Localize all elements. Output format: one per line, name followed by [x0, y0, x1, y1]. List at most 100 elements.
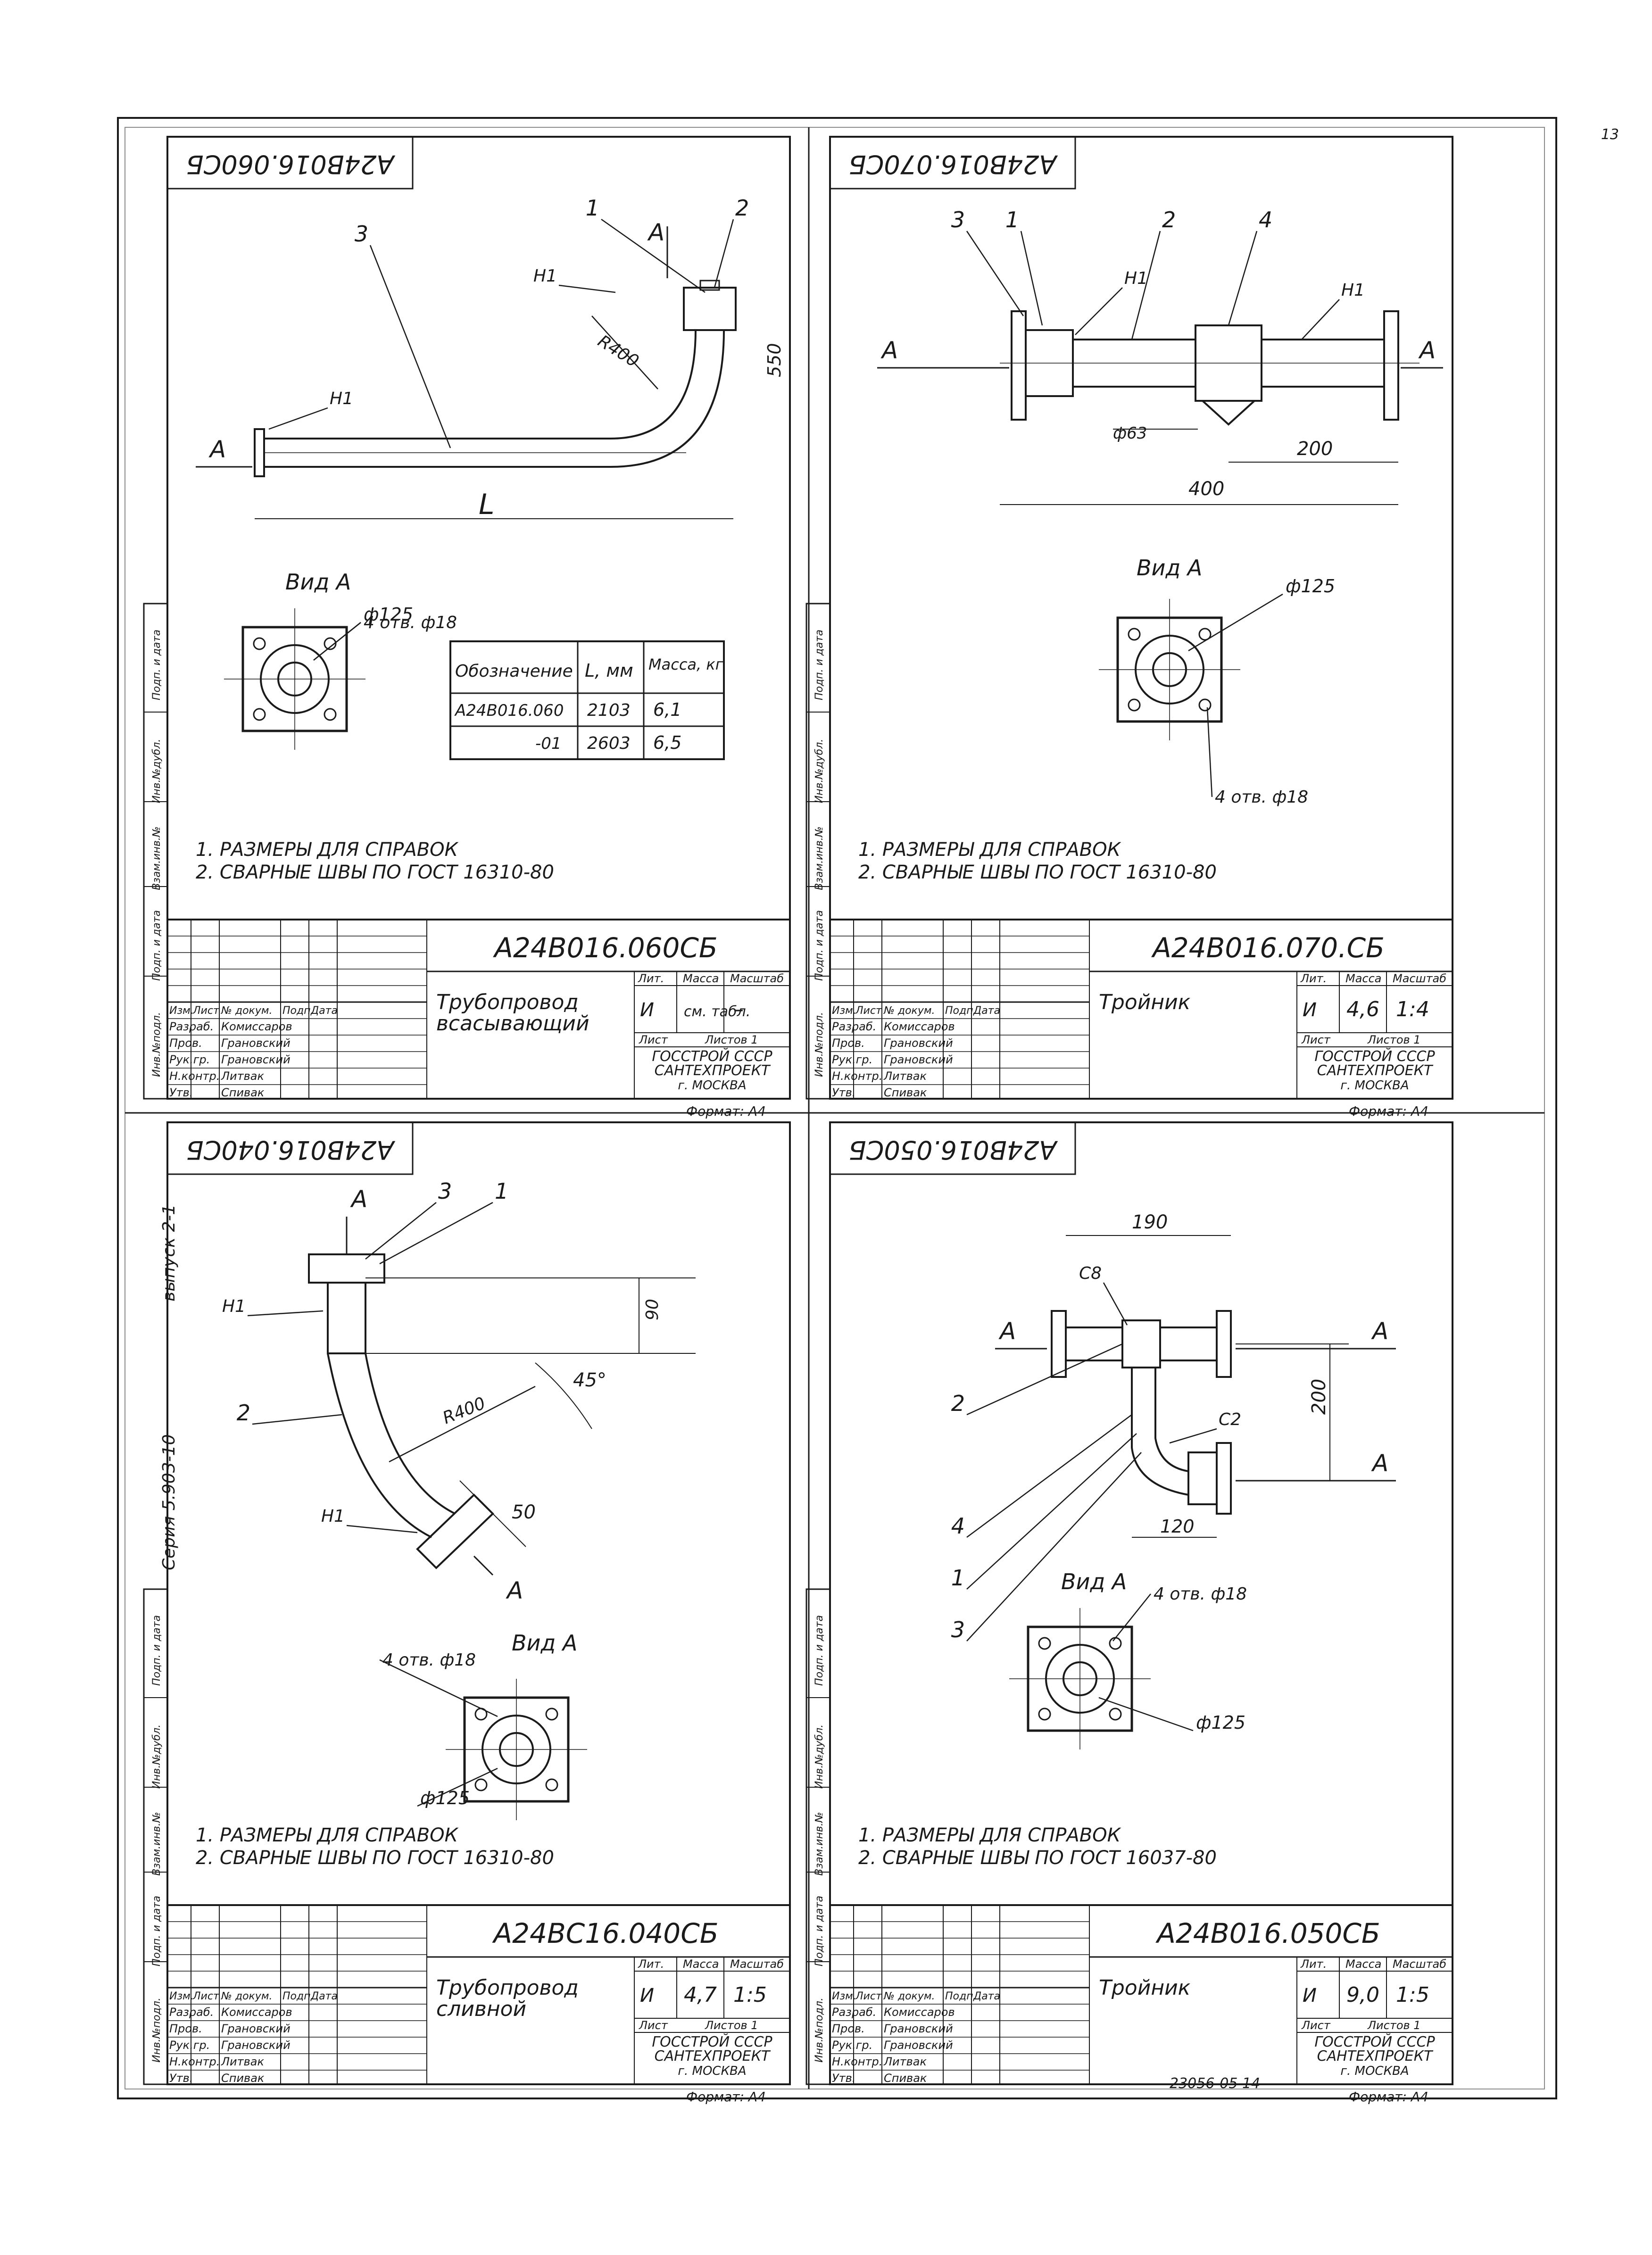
tb-role: Пров. — [832, 2022, 865, 2035]
tb-scale-value: 1:5 — [1396, 1983, 1429, 2007]
tb-name: Комиссаров — [884, 1020, 955, 1033]
flange-right — [1216, 1310, 1232, 1378]
tb-role-header: № докум. — [883, 1005, 935, 1017]
dim-120: 120 — [1160, 1516, 1195, 1537]
view-arrow-A: А — [1371, 1450, 1388, 1477]
view-arrow-A: А — [1371, 1318, 1388, 1345]
side-stamp-label: Взам.инв.№ — [151, 826, 163, 890]
dim-90: 90 — [643, 1299, 662, 1320]
view-arrow-A: А — [647, 219, 664, 246]
side-stamp-label: Подп. и дата — [814, 630, 825, 700]
view-label: Вид А — [1061, 1569, 1127, 1594]
side-stamp-label: Инв.№дубл. — [151, 1724, 163, 1789]
drawing-title: сливной — [436, 1997, 526, 2021]
tb-name: Спивак — [221, 1086, 265, 1099]
code-top-mirrored: А24В016.070СБ — [849, 149, 1058, 179]
code-top-mirrored: А24В016.060СБ — [186, 149, 396, 179]
dim-leader — [379, 1659, 498, 1717]
bend-inner — [429, 330, 697, 439]
callout: С8 — [1079, 1264, 1102, 1283]
tb-name: Спивак — [884, 2072, 927, 2085]
note-1: 1. РАЗМЕРЫ ДЛЯ СПРАВОК — [858, 839, 1121, 861]
tb-role-header: Изм. — [832, 1990, 856, 2002]
side-stamp-label: Подп. и дата — [151, 630, 163, 700]
spec-header: Масса, кг — [648, 655, 723, 673]
tb-sheets-label: Листов 1 — [705, 1033, 758, 1046]
tb-org: ГОССТРОЙ СССР — [1314, 1048, 1435, 1065]
dim-label: 4 отв. ф18 — [1215, 788, 1308, 807]
side-stamp — [805, 1588, 831, 2085]
tb-lit-header: Лит. — [1300, 1957, 1327, 1971]
note-1: 1. РАЗМЕРЫ ДЛЯ СПРАВОК — [196, 839, 459, 861]
outer-frame — [117, 117, 1557, 2099]
tb-role: Утв. — [169, 2072, 193, 2085]
spec-cell: 2603 — [587, 734, 631, 753]
drawing-code: А24В016.060СБ — [492, 932, 717, 964]
tb-role-header: Лист — [855, 1990, 882, 2002]
tb-mass-value: см. табл. — [684, 1003, 750, 1020]
tb-name: Грановский — [221, 1053, 291, 1066]
tb-name: Комиссаров — [221, 1020, 292, 1033]
tb-sheet-label: Лист — [639, 1033, 668, 1046]
leader-line — [966, 1452, 1142, 1642]
dim-45: 45° — [573, 1369, 606, 1391]
bend-right — [365, 1353, 456, 1515]
tb-format: Формат: А4 — [686, 2089, 766, 2105]
tb-name: Грановский — [221, 1036, 291, 1050]
side-stamp-label: Подп. и дата — [814, 1615, 825, 1686]
tb-org: г. МОСКВА — [1340, 2064, 1409, 2078]
flange-branch — [1216, 1442, 1232, 1515]
dim-leader — [313, 622, 361, 661]
callout: Н1 — [1341, 281, 1365, 300]
tb-role: Разраб. — [169, 1020, 214, 1033]
flange-left — [254, 428, 265, 477]
side-stamp-label: Взам.инв.№ — [814, 826, 825, 890]
tb-role: Пров. — [169, 1036, 202, 1050]
branch-inner — [1154, 1368, 1189, 1472]
tb-role-header: Дата — [310, 1990, 338, 2002]
tb-org: ГОССТРОЙ СССР — [1314, 2033, 1435, 2050]
note-2: 2. СВАРНЫЕ ШВЫ ПО ГОСТ 16310-80 — [196, 862, 554, 883]
view-arrow-A: А — [350, 1186, 367, 1213]
leader-line — [966, 1343, 1123, 1416]
tb-lit-value: И — [640, 1985, 654, 2006]
callout: С2 — [1219, 1410, 1241, 1429]
spec-header: L, мм — [585, 660, 633, 681]
leader-line — [379, 1202, 493, 1265]
leader-line — [268, 407, 328, 430]
tb-sheets-label: Листов 1 — [1367, 1033, 1421, 1046]
leader-line — [966, 1433, 1137, 1590]
tb-sheets-label: Листов 1 — [705, 2019, 758, 2032]
branch-outer — [1131, 1368, 1189, 1496]
leader-line — [601, 218, 706, 293]
tb-org: г. МОСКВА — [1340, 1078, 1409, 1093]
side-stamp-label: Инв.№подл. — [151, 1998, 163, 2063]
flange-left — [1011, 310, 1027, 421]
leader-R — [389, 1385, 536, 1463]
tb-name: Грановский — [884, 1036, 953, 1050]
title-block-frame — [829, 919, 1453, 1100]
leader-line — [1075, 287, 1123, 335]
dim-label: 4 отв. ф18 — [364, 613, 457, 632]
bolt-hole — [474, 1778, 488, 1791]
leader-line — [365, 1202, 437, 1260]
tb-mass-value: 4,7 — [684, 1983, 717, 2007]
code-box-top — [166, 1121, 414, 1175]
bend-left — [327, 1353, 432, 1538]
leader-line — [252, 1414, 342, 1425]
tb-scale-value: 1:4 — [1396, 997, 1429, 1021]
dim-leader — [1112, 1593, 1151, 1642]
flange-top — [683, 287, 737, 331]
title-block-frame — [166, 919, 791, 1100]
tb-role-header: Изм. — [169, 1990, 194, 2002]
dim-label: ф125 — [420, 1788, 470, 1808]
callout: 2 — [1162, 207, 1176, 232]
leader-line — [1169, 1428, 1217, 1444]
issue-label: выпуск 2-1 — [159, 1204, 179, 1302]
flange-left — [1051, 1310, 1067, 1378]
tb-name: Грановский — [221, 2039, 291, 2052]
callout: 1 — [1005, 207, 1019, 232]
tb-name: Литвак — [883, 2055, 927, 2068]
